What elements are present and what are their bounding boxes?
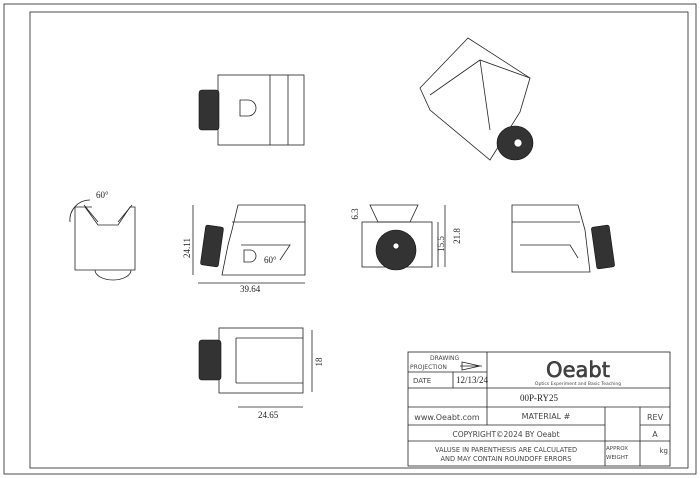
- left-view: 60°: [69, 190, 136, 281]
- rev-value: A: [652, 430, 658, 439]
- total-height-label: 21.8: [452, 228, 462, 244]
- body-height-label: 15.5: [436, 236, 446, 252]
- drawing-label: DRAWING: [430, 355, 460, 362]
- projection-label: PROJECTION: [410, 364, 447, 371]
- website: www.Oeabt.com: [414, 413, 480, 422]
- isometric-view: [419, 37, 534, 161]
- material-label: MATERIAL #: [522, 412, 571, 421]
- outer-border: [3, 3, 697, 475]
- drawing-frame: [29, 11, 689, 469]
- bottom-length-label: 24.65: [258, 410, 279, 420]
- bottom-height-label: 18: [314, 357, 324, 367]
- angle-front-label: 60°: [264, 255, 277, 265]
- logo-subtitle: Optics Experiment and Basic Teaching: [535, 381, 621, 387]
- part-number: 00P-RY25: [520, 393, 559, 403]
- height-front-label: 24.11: [182, 238, 192, 258]
- weight-unit: kg: [660, 447, 669, 455]
- title-block: DRAWING PROJECTION DATE 12/13/24 Oeabt O…: [407, 351, 671, 467]
- bottom-view: 18 24.65: [198, 327, 324, 420]
- length-front-label: 39.64: [240, 284, 261, 294]
- note-line-2: AND MAY CONTAIN ROUNDOFF ERRORS: [441, 455, 572, 463]
- rear-view: [511, 204, 615, 273]
- date-value: 12/13/24: [456, 375, 489, 385]
- projection-symbol-icon: [460, 361, 482, 371]
- copyright: COPYRIGHT©2024 BY Oeabt: [452, 430, 559, 439]
- approx-label: APPROX: [606, 446, 628, 452]
- right-view: 6.3 15.5 21.8: [350, 204, 462, 271]
- front-view: 24.11 39.64 60°: [182, 204, 306, 294]
- top-view: [198, 74, 305, 146]
- rev-label: REV: [647, 413, 664, 422]
- weight-label: WEIGHT: [606, 455, 629, 461]
- angle-left-label: 60°: [96, 190, 109, 200]
- note-line-1: VALUSE IN PARENTHESIS ARE CALCULATED: [435, 446, 577, 454]
- logo: Oeabt: [546, 358, 610, 382]
- date-label: DATE: [413, 377, 431, 385]
- dovetail-height-label: 6.3: [350, 208, 360, 220]
